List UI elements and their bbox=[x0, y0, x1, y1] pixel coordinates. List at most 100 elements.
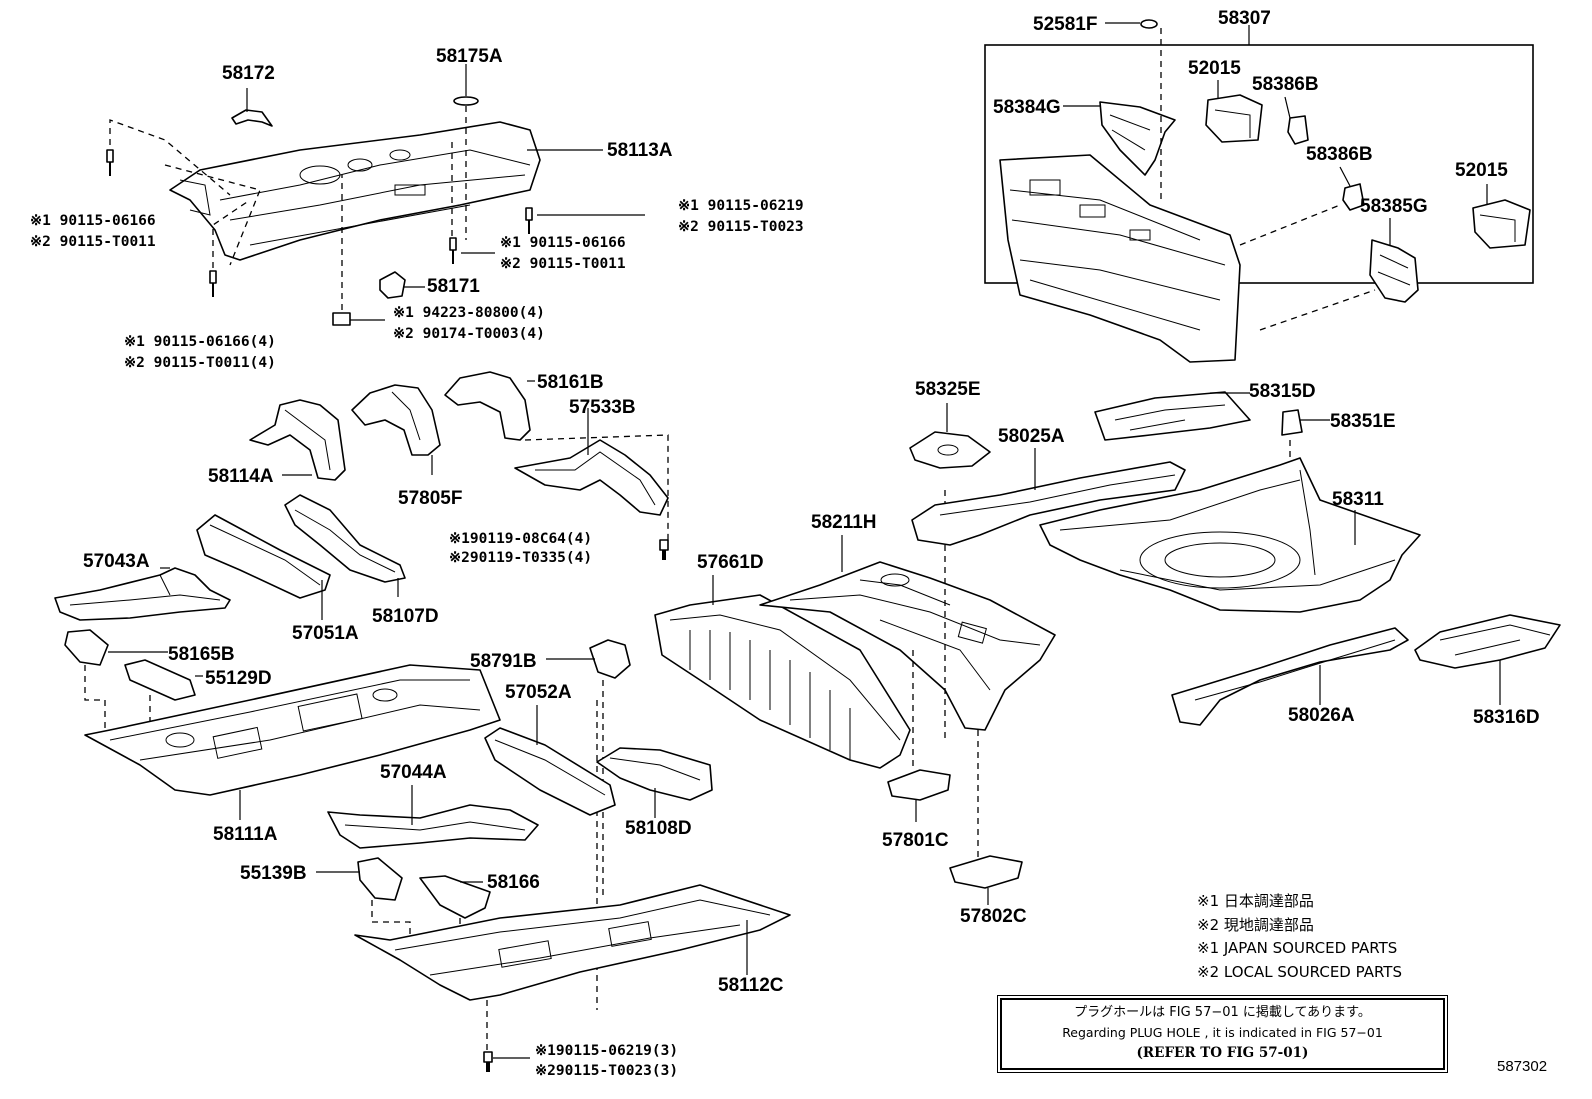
label-58111A: 58111A bbox=[213, 824, 278, 845]
label-58112C: 58112C bbox=[718, 975, 784, 996]
part-57533B bbox=[514, 439, 669, 516]
legend-line-2: ※2 現地調達部品 bbox=[1197, 915, 1314, 934]
label-57805F: 57805F bbox=[398, 488, 462, 509]
legend-line-1: ※1 日本調達部品 bbox=[1197, 892, 1314, 910]
part-58386B-upper bbox=[1287, 115, 1309, 145]
part-57044A bbox=[327, 804, 539, 849]
label-55139B: 55139B bbox=[240, 863, 307, 884]
part-58791B bbox=[589, 639, 631, 679]
label-58351E: 58351E bbox=[1330, 411, 1396, 432]
label-58114A: 58114A bbox=[208, 466, 274, 487]
sourcing-legend: ※1 日本調達部品 ※2 現地調達部品 ※1 JAPAN SOURCED PAR… bbox=[1197, 890, 1402, 984]
part-58351E bbox=[1281, 409, 1303, 436]
part-58307-rear-panel bbox=[999, 154, 1241, 363]
part-55129D bbox=[124, 659, 196, 701]
part-57805F bbox=[351, 384, 441, 456]
label-58386B-lower: 58386B bbox=[1306, 144, 1373, 165]
part-58175A bbox=[453, 96, 479, 106]
note-line-3: (REFER TO FIG 57-01) bbox=[1136, 1045, 1309, 1061]
part-58111A-floor bbox=[84, 664, 501, 796]
part-58112C-floor bbox=[354, 884, 791, 1001]
part-58108D bbox=[596, 747, 713, 801]
label-58171: 58171 bbox=[427, 276, 480, 297]
label-58325E: 58325E bbox=[915, 379, 981, 400]
part-58107D bbox=[284, 494, 406, 583]
label-58165B: 58165B bbox=[168, 644, 235, 665]
part-58211H bbox=[759, 561, 1056, 731]
clip-94223 bbox=[332, 312, 351, 326]
label-58316D: 58316D bbox=[1473, 707, 1540, 728]
part-58114A bbox=[249, 399, 346, 481]
part-57661D bbox=[654, 594, 911, 769]
code-90115-06166-b: ※1 90115-06166 bbox=[500, 235, 626, 251]
code-90115-T0011-b: ※2 90115-T0011 bbox=[500, 256, 626, 272]
part-58386B-lower bbox=[1342, 183, 1365, 211]
part-58385G bbox=[1369, 239, 1419, 303]
note-line-2: Regarding PLUG HOLE , it is indicated in… bbox=[1062, 1025, 1383, 1040]
label-57661D: 57661D bbox=[697, 552, 764, 573]
label-57044A: 57044A bbox=[380, 762, 447, 783]
part-57052A bbox=[484, 727, 616, 816]
part-57802C bbox=[949, 855, 1023, 889]
part-52581F bbox=[1140, 19, 1158, 29]
label-55129D: 55129D bbox=[205, 668, 272, 689]
label-58386B-upper: 58386B bbox=[1252, 74, 1319, 95]
assembly-box-58307 bbox=[984, 44, 1534, 284]
part-58025A bbox=[911, 461, 1186, 546]
part-57801C bbox=[887, 769, 951, 801]
label-57801C: 57801C bbox=[882, 830, 949, 851]
label-57051A: 57051A bbox=[292, 623, 359, 644]
label-58175A: 58175A bbox=[436, 46, 503, 67]
label-58113A: 58113A bbox=[607, 140, 673, 161]
code-90115-06166-a: ※1 90115-06166 bbox=[30, 213, 156, 229]
part-58315D bbox=[1094, 391, 1251, 441]
code-90119-08C64: ※190119-08C64(4) bbox=[449, 531, 592, 547]
label-58315D: 58315D bbox=[1249, 381, 1316, 402]
label-58384G: 58384G bbox=[993, 97, 1061, 118]
part-58171 bbox=[379, 271, 406, 299]
part-57043A bbox=[54, 567, 231, 621]
part-58026A bbox=[1171, 627, 1409, 726]
code-90115-06219-a: ※1 90115-06219 bbox=[678, 198, 804, 214]
note-line-1: プラグホールは FIG 57−01 に掲載してあります。 bbox=[1074, 1005, 1371, 1020]
label-58311: 58311 bbox=[1332, 489, 1384, 510]
label-58108D: 58108D bbox=[625, 818, 692, 839]
part-58172 bbox=[231, 109, 273, 127]
label-52015-lower: 52015 bbox=[1455, 160, 1508, 181]
figure-number: 587302 bbox=[1497, 1058, 1548, 1075]
label-58211H: 58211H bbox=[811, 512, 877, 533]
part-58325E bbox=[909, 431, 991, 469]
label-58166: 58166 bbox=[487, 872, 540, 893]
label-52015-upper: 52015 bbox=[1188, 58, 1241, 79]
label-52581F: 52581F bbox=[1033, 14, 1097, 35]
label-57533B: 57533B bbox=[569, 397, 636, 418]
code-90115-06166-c: ※1 90115-06166(4) bbox=[124, 334, 276, 350]
plug-hole-note: プラグホールは FIG 57−01 に掲載してあります。 Regarding P… bbox=[997, 995, 1448, 1073]
label-58025A: 58025A bbox=[998, 426, 1065, 447]
label-57052A: 57052A bbox=[505, 682, 572, 703]
part-58311-rear-floor bbox=[1039, 457, 1421, 613]
code-90115-06219-b: ※190115-06219(3) bbox=[535, 1043, 678, 1059]
part-58165B bbox=[64, 629, 109, 666]
label-58172: 58172 bbox=[222, 63, 275, 84]
part-58316D bbox=[1414, 614, 1561, 669]
label-58791B: 58791B bbox=[470, 651, 537, 672]
part-58384G bbox=[1099, 101, 1176, 176]
label-58107D: 58107D bbox=[372, 606, 439, 627]
code-90119-T0335: ※290119-T0335(4) bbox=[449, 550, 592, 566]
label-58026A: 58026A bbox=[1288, 705, 1355, 726]
part-52015-lower bbox=[1472, 199, 1531, 249]
code-94223-80800: ※1 94223-80800(4) bbox=[393, 305, 545, 321]
code-90115-T0023-b: ※290115-T0023(3) bbox=[535, 1063, 678, 1079]
label-57043A: 57043A bbox=[83, 551, 150, 572]
part-52015-upper bbox=[1205, 94, 1263, 143]
label-57802C: 57802C bbox=[960, 906, 1027, 927]
code-90174-T0003: ※2 90174-T0003(4) bbox=[393, 326, 545, 342]
legend-line-3: ※1 JAPAN SOURCED PARTS bbox=[1197, 939, 1398, 957]
code-90115-T0011-c: ※2 90115-T0011(4) bbox=[124, 355, 276, 371]
legend-line-4: ※2 LOCAL SOURCED PARTS bbox=[1197, 962, 1402, 981]
part-58113A-front-floor bbox=[169, 121, 541, 261]
bolt-icon bbox=[106, 149, 669, 1072]
label-58161B: 58161B bbox=[537, 372, 604, 393]
